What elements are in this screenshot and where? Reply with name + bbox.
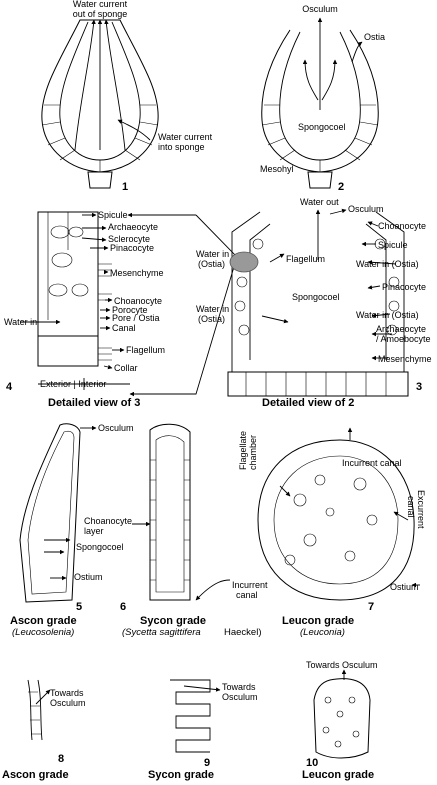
fig6-incurrent-1: Incurrent [232, 580, 268, 590]
fig7-genus: (Leuconia) [300, 627, 345, 638]
fig3-pinacocyte: Pinacocyte [382, 282, 426, 292]
fig4-mesenchyme: Mesenchyme [110, 268, 164, 278]
fig7-excurrent-1: Excurrent [416, 490, 426, 529]
fig5-choanocyte-2: layer [84, 526, 104, 536]
figure-1-water-current: Water current out of sponge Water curren… [41, 0, 213, 193]
figure-2-sponge-section: Osculum Ostia Spongocoel Mesohyl 2 [260, 4, 385, 193]
fig7-flagellate-2: chamber [248, 435, 258, 470]
fig6-caption: Sycon grade [140, 615, 206, 627]
fig3-spicule: Spicule [378, 240, 408, 250]
fig4-choanocyte: Choanocyte [114, 296, 162, 306]
fig5-spongocoel: Spongocoel [76, 542, 124, 552]
fig7-incurrent-canal: Incurrent canal [342, 458, 402, 468]
fig2-spongocoel: Spongocoel [298, 122, 346, 132]
fig8-caption: Ascon grade [2, 769, 69, 781]
fig3-archaeocyte: Archaeocyte [376, 324, 426, 334]
figure-7-leucon: Incurrent canal Flagellate chamber Excur… [238, 427, 426, 638]
fig2-mesohyl: Mesohyl [260, 164, 294, 174]
fig8-number: 8 [58, 753, 64, 765]
fig8-towards-2: Osculum [50, 698, 86, 708]
fig6-species: (Sycetta sagittifera [122, 627, 201, 638]
fig3-flagellum: Flagellum [286, 254, 325, 264]
figure-5-ascon: Osculum Choanocyte layer Spongocoel Osti… [10, 423, 134, 638]
fig3-water-in-left-1: Water in [196, 249, 229, 259]
fig4-flagellum: Flagellum [126, 345, 165, 355]
fig7-flagellate-1: Flagellate [238, 431, 248, 470]
fig4-sclerocyte: Sclerocyte [108, 234, 150, 244]
fig3-water-in-left2-2: (Ostia) [198, 314, 225, 324]
fig4-porocyte: Porocyte [112, 305, 148, 315]
fig5-ostium: Ostium [74, 572, 103, 582]
fig3-water-in-right: Water in (Ostia) [356, 259, 419, 269]
fig4-exterior-interior: Exterior | Interior [40, 379, 106, 389]
fig3-amoebocyte: / Amoebocyte [376, 334, 431, 344]
fig3-water-in-left2-1: Water in [196, 304, 229, 314]
fig10-towards: Towards Osculum [306, 660, 378, 670]
fig1-top-label-1: Water current [73, 0, 128, 9]
fig5-osculum: Osculum [98, 423, 134, 433]
fig7-excurrent-2: canal [406, 496, 416, 518]
fig4-spicule: Spicule [98, 210, 128, 220]
figure-4-wall-detail: Spicule Archaeocyte Sclerocyte Pinacocyt… [4, 210, 237, 409]
fig4-number: 4 [6, 381, 13, 393]
fig4-collar: Collar [114, 363, 138, 373]
fig5-choanocyte-1: Choanocyte [84, 516, 132, 526]
fig3-spongocoel: Spongocoel [292, 292, 340, 302]
fig3-choanocyte: Choanocyte [378, 221, 426, 231]
fig3-caption: Detailed view of 2 [262, 397, 354, 409]
fig5-caption: Ascon grade [10, 615, 77, 627]
fig5-number: 5 [76, 601, 82, 613]
fig2-ostia: Ostia [364, 32, 385, 42]
fig4-pinacocyte: Pinacocyte [110, 243, 154, 253]
fig1-number: 1 [122, 181, 128, 193]
fig7-ostium: Ostium [390, 582, 419, 592]
figure-8-ascon-schematic: Towards Osculum 8 Ascon grade [2, 679, 86, 781]
fig4-water-in: Water in [4, 317, 37, 327]
fig9-towards-2: Osculum [222, 692, 258, 702]
fig3-osculum: Osculum [348, 204, 384, 214]
fig1-side-label-1: Water current [158, 132, 213, 142]
fig9-towards-1: Towards [222, 682, 256, 692]
fig7-caption: Leucon grade [282, 615, 354, 627]
fig9-caption: Sycon grade [148, 769, 214, 781]
figure-10-leucon-schematic: Towards Osculum 10 Leucon grade [302, 660, 378, 781]
figure-3-section-detail: Water out Osculum Choanocyte Spicule Wat… [196, 197, 432, 409]
fig3-water-in-left-2: (Ostia) [198, 259, 225, 269]
fig10-number: 10 [306, 757, 318, 769]
fig5-genus: (Leucosolenia) [12, 627, 74, 638]
fig3-water-out: Water out [300, 197, 339, 207]
fig6-incurrent-2: canal [236, 590, 258, 600]
fig2-number: 2 [338, 181, 344, 193]
fig3-mesenchyme: Mesenchyme [378, 354, 432, 364]
fig8-towards-1: Towards [50, 688, 84, 698]
fig9-number: 9 [204, 757, 210, 769]
fig4-canal: Canal [112, 323, 136, 333]
fig4-archaeocyte: Archaeocyte [108, 222, 158, 232]
fig1-top-label-2: out of sponge [73, 9, 128, 19]
fig4-caption: Detailed view of 3 [48, 397, 140, 409]
fig4-pore-ostia: Pore / Ostia [112, 313, 160, 323]
fig6-author: Haeckel) [224, 627, 262, 638]
fig6-number: 6 [120, 601, 126, 613]
fig7-number: 7 [368, 601, 374, 613]
fig10-caption: Leucon grade [302, 769, 374, 781]
figure-9-sycon-schematic: Towards Osculum 9 Sycon grade [148, 679, 258, 781]
fig3-number: 3 [416, 381, 422, 393]
figure-6-sycon: 6 Sycon grade (Sycetta sagittifera Haeck… [120, 423, 268, 638]
fig2-osculum: Osculum [302, 4, 338, 14]
fig3-water-in-right2: Water in (Ostia) [356, 310, 419, 320]
fig1-side-label-2: into sponge [158, 142, 205, 152]
